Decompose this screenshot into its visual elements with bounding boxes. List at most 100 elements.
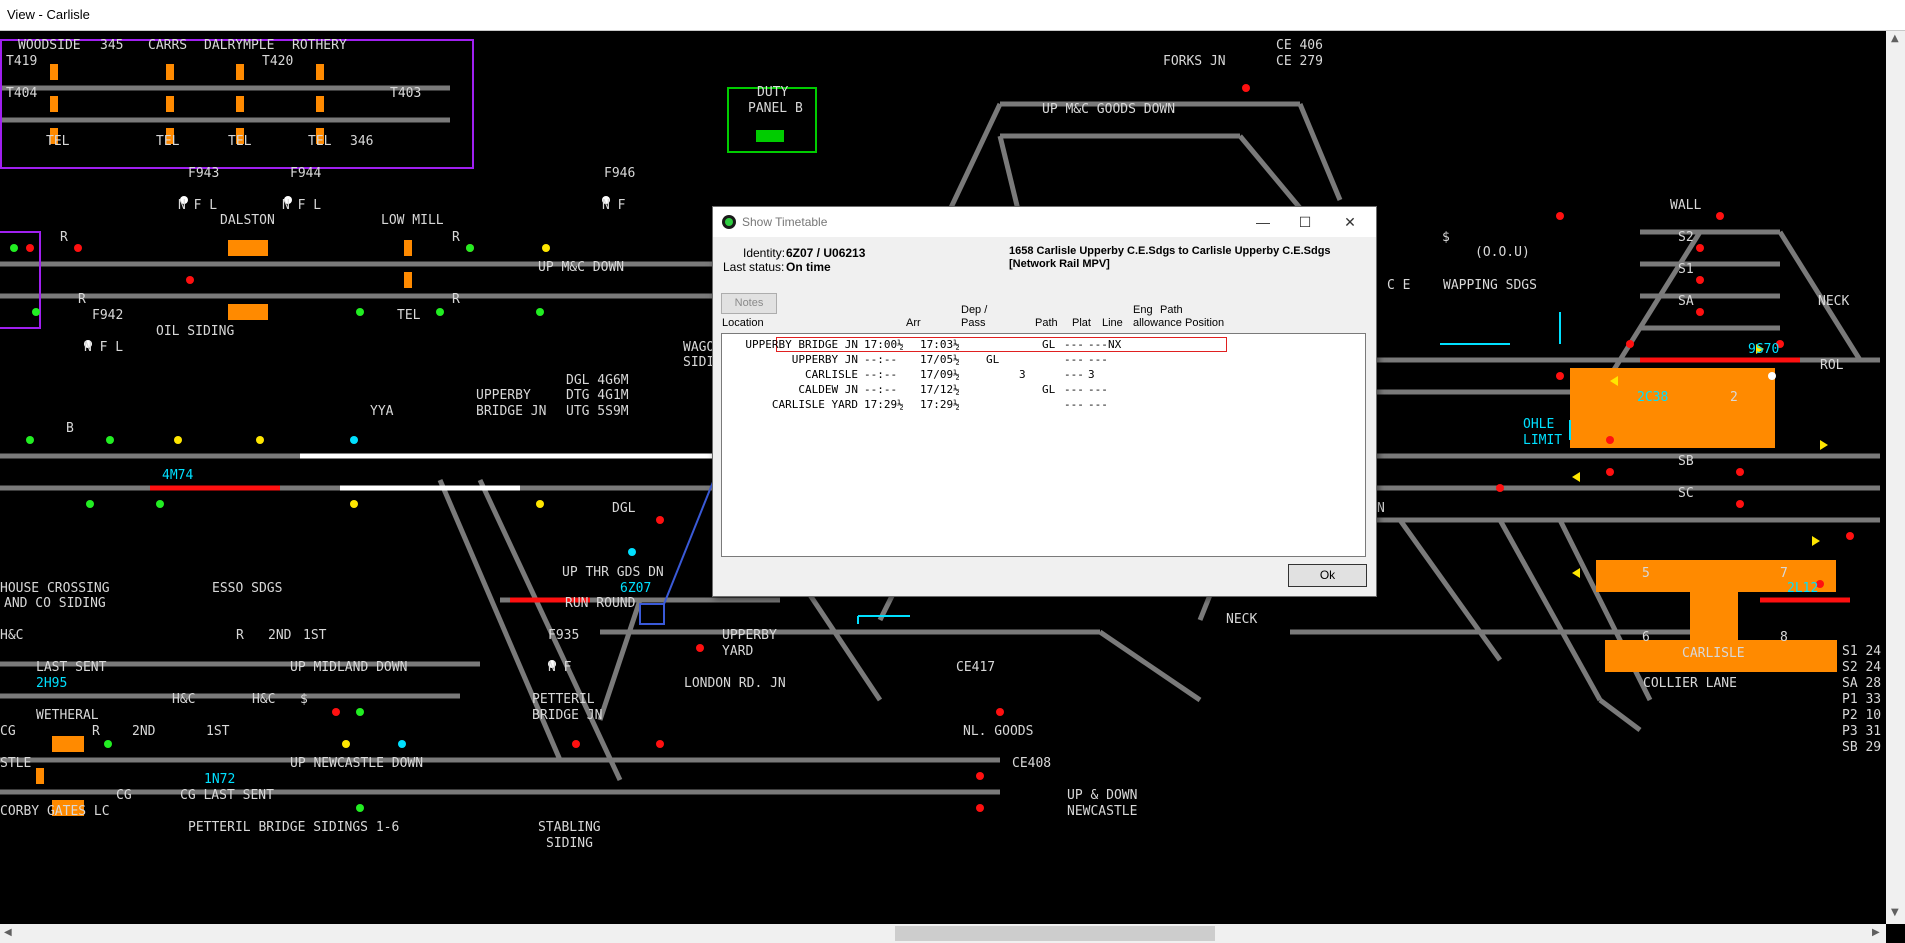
diagram-label: 5 xyxy=(1642,566,1650,581)
diagram-label: CARLISLE xyxy=(1682,646,1745,661)
selected-row-highlight xyxy=(776,337,1227,352)
diagram-label: 2 xyxy=(1730,390,1738,405)
cell-pathallow: --- xyxy=(1088,338,1108,351)
diagram-label: SIDI xyxy=(683,355,715,370)
cell-arr: --:-- xyxy=(864,353,898,366)
cell-location: CARLISLE YARD xyxy=(771,398,858,411)
diagram-label: FORKS JN xyxy=(1163,54,1226,69)
diagram-label: SA xyxy=(1678,294,1694,309)
diagram-label: F935 xyxy=(548,628,580,643)
diagram-label: N F xyxy=(548,660,572,675)
diagram-label: B xyxy=(66,421,74,436)
cell-eng: --- xyxy=(1064,368,1084,381)
diagram-label: CE 406 xyxy=(1276,38,1323,53)
train-berth[interactable]: 6Z07 xyxy=(620,581,652,596)
diagram-label: TEL xyxy=(308,134,332,149)
train-berth[interactable]: 4M74 xyxy=(162,468,194,483)
cell-arr: 17:29½ xyxy=(864,398,904,411)
diagram-label: RUN ROUND xyxy=(565,596,636,611)
ok-button[interactable]: Ok xyxy=(1288,564,1367,587)
diagram-label: SB 29 xyxy=(1842,740,1882,755)
cell-plat: 3 xyxy=(1019,368,1026,381)
horizontal-scroll-thumb[interactable] xyxy=(895,926,1215,941)
cell-dep: 17/09½ xyxy=(920,368,960,381)
diagram-label: PANEL B xyxy=(748,101,803,116)
col-plat: Plat xyxy=(1072,317,1091,329)
cell-location: CARLISLE xyxy=(805,368,858,381)
diagram-label: SB xyxy=(1678,454,1694,469)
diagram-label: H&C xyxy=(172,692,196,707)
vertical-scrollbar[interactable]: ▲ ▼ xyxy=(1886,31,1905,924)
diagram-label: YYA xyxy=(370,404,394,419)
diagram-label: 345 xyxy=(100,38,124,53)
train-berth[interactable]: 2L12 xyxy=(1787,581,1819,596)
diagram-label: S2 24 xyxy=(1842,660,1882,675)
close-icon[interactable]: ✕ xyxy=(1344,214,1356,230)
diagram-label: YARD xyxy=(722,644,754,659)
cell-dep: 17:29½ xyxy=(920,398,960,411)
minimize-icon[interactable]: — xyxy=(1256,214,1270,230)
scroll-down-icon[interactable]: ▼ xyxy=(1891,907,1899,918)
train-berth[interactable]: 2H95 xyxy=(36,676,68,691)
diagram-label: H&C xyxy=(0,628,24,643)
diagram-label: CE 279 xyxy=(1276,54,1323,69)
diagram-label: R xyxy=(60,230,68,245)
diagram-label: NEWCASTLE xyxy=(1067,804,1138,819)
diagram-label: N F L xyxy=(178,198,218,213)
cell-pathallow: 3 xyxy=(1088,368,1095,381)
scroll-up-icon[interactable]: ▲ xyxy=(1891,33,1899,44)
diagram-label: SA 28 xyxy=(1842,676,1882,691)
diagram-label: R xyxy=(452,292,460,307)
diagram-label: H&C xyxy=(252,692,276,707)
diagram-label: 2ND xyxy=(268,628,292,643)
diagram-label: NL. GOODS xyxy=(963,724,1034,739)
last-status-value: On time xyxy=(786,260,831,274)
diagram-label: AND CO SIDING xyxy=(4,596,106,611)
diagram-label: STLE xyxy=(0,756,32,771)
diagram-label: NECK xyxy=(1818,294,1850,309)
diagram-label: P1 33 xyxy=(1842,692,1882,707)
cell-line: GL xyxy=(1042,383,1056,396)
diagram-label: N xyxy=(1377,501,1385,516)
window-title: View - Carlisle xyxy=(7,7,90,22)
diagram-label: F943 xyxy=(188,166,220,181)
diagram-label: CG LAST SENT xyxy=(180,788,274,803)
diagram-label: (O.O.U) xyxy=(1475,245,1530,260)
diagram-label: UPPERBY xyxy=(476,388,531,403)
train-berth[interactable]: 9S70 xyxy=(1748,342,1780,357)
col-path: Path xyxy=(1035,317,1058,329)
horizontal-scrollbar[interactable]: ◀ ▶ xyxy=(0,924,1886,943)
train-berth[interactable]: 2C38 xyxy=(1637,390,1669,405)
diagram-label: TEL xyxy=(228,134,252,149)
diagram-label: 2ND xyxy=(132,724,156,739)
diagram-label: 8 xyxy=(1780,630,1788,645)
diagram-label: T403 xyxy=(390,86,422,101)
diagram-label: CE408 xyxy=(1012,756,1052,771)
diagram-label: N F L xyxy=(84,340,124,355)
diagram-label: DGL 4G6M xyxy=(566,373,629,388)
diagram-label: S1 24 xyxy=(1842,644,1882,659)
train-berth[interactable]: 1N72 xyxy=(204,772,236,787)
diagram-label: UTG 5S9M xyxy=(566,404,629,419)
cell-location: UPPERBY JN xyxy=(791,353,858,366)
ohle-limit-label-2: LIMIT xyxy=(1523,433,1563,448)
scroll-left-icon[interactable]: ◀ xyxy=(4,927,12,938)
notes-button[interactable]: Notes xyxy=(721,293,777,314)
dialog-titlebar[interactable]: Show Timetable — ☐ ✕ xyxy=(713,207,1376,237)
diagram-label: R xyxy=(78,292,86,307)
diagram-label: TEL xyxy=(46,134,70,149)
diagram-label: DUTY xyxy=(757,85,789,100)
diagram-label: WAGO xyxy=(683,340,715,355)
diagram-label: CARRS xyxy=(148,38,188,53)
scroll-right-icon[interactable]: ▶ xyxy=(1872,927,1880,938)
maximize-icon[interactable]: ☐ xyxy=(1298,214,1312,230)
diagram-label: CG xyxy=(116,788,132,803)
diagram-label: BRIDGE JN xyxy=(532,708,603,723)
cell-pathallow: --- xyxy=(1088,353,1108,366)
